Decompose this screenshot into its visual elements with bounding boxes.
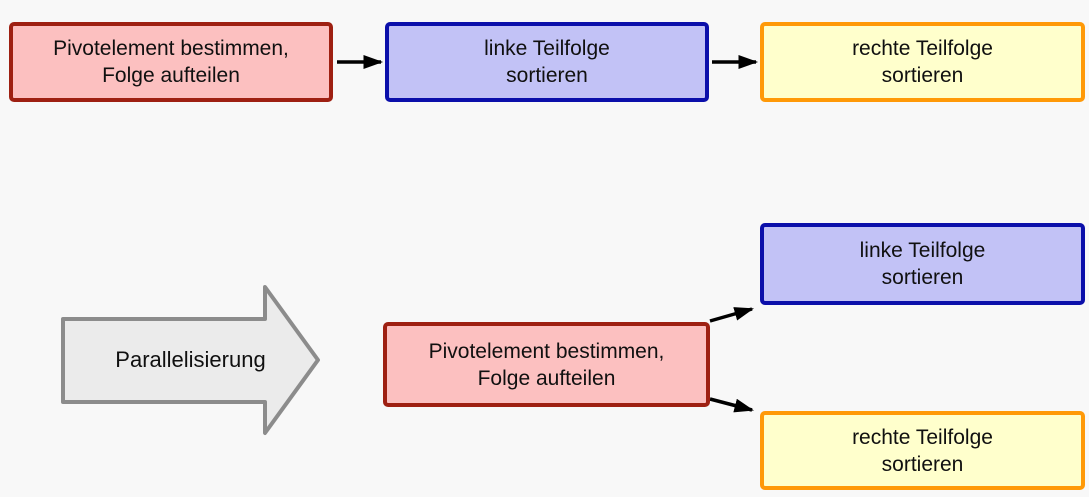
box-pivot-parallel: Pivotelement bestimmen, Folge aufteilen (383, 322, 710, 407)
box-pivot-sequential-line1: Pivotelement bestimmen, (53, 37, 289, 60)
box-right-sequential-line2: sortieren (881, 64, 964, 87)
arrow-par-pivot-to-left-icon (709, 307, 755, 323)
box-left-sequential-line2: sortieren (506, 64, 588, 87)
box-right-parallel-line2: sortieren (881, 452, 964, 476)
box-left-parallel-line1: linke Teilfolge (859, 239, 986, 262)
box-right-subsequence-parallel: rechte Teilfolge sortieren (760, 411, 1085, 490)
box-left-sequential-line1: linke Teilfolge (484, 37, 610, 60)
arrow-par-pivot-to-right-icon (709, 397, 755, 413)
box-pivot-sequential-line2: Folge aufteilen (102, 64, 240, 87)
box-right-parallel-line1: rechte Teilfolge (852, 425, 993, 449)
box-left-subsequence-parallel: linke Teilfolge sortieren (760, 223, 1085, 305)
box-left-parallel-line2: sortieren (881, 266, 964, 289)
box-left-subsequence-sequential: linke Teilfolge sortieren (385, 22, 709, 102)
box-pivot-parallel-line2: Folge aufteilen (477, 366, 616, 390)
parallelisierung-label: Parallelisierung (115, 347, 266, 372)
box-pivot-sequential: Pivotelement bestimmen, Folge aufteilen (9, 22, 333, 102)
box-pivot-parallel-line1: Pivotelement bestimmen, (428, 339, 665, 363)
box-right-subsequence-sequential: rechte Teilfolge sortieren (760, 22, 1085, 102)
parallelisierung-big-arrow-icon (61, 285, 320, 435)
box-right-sequential-line1: rechte Teilfolge (852, 37, 993, 60)
